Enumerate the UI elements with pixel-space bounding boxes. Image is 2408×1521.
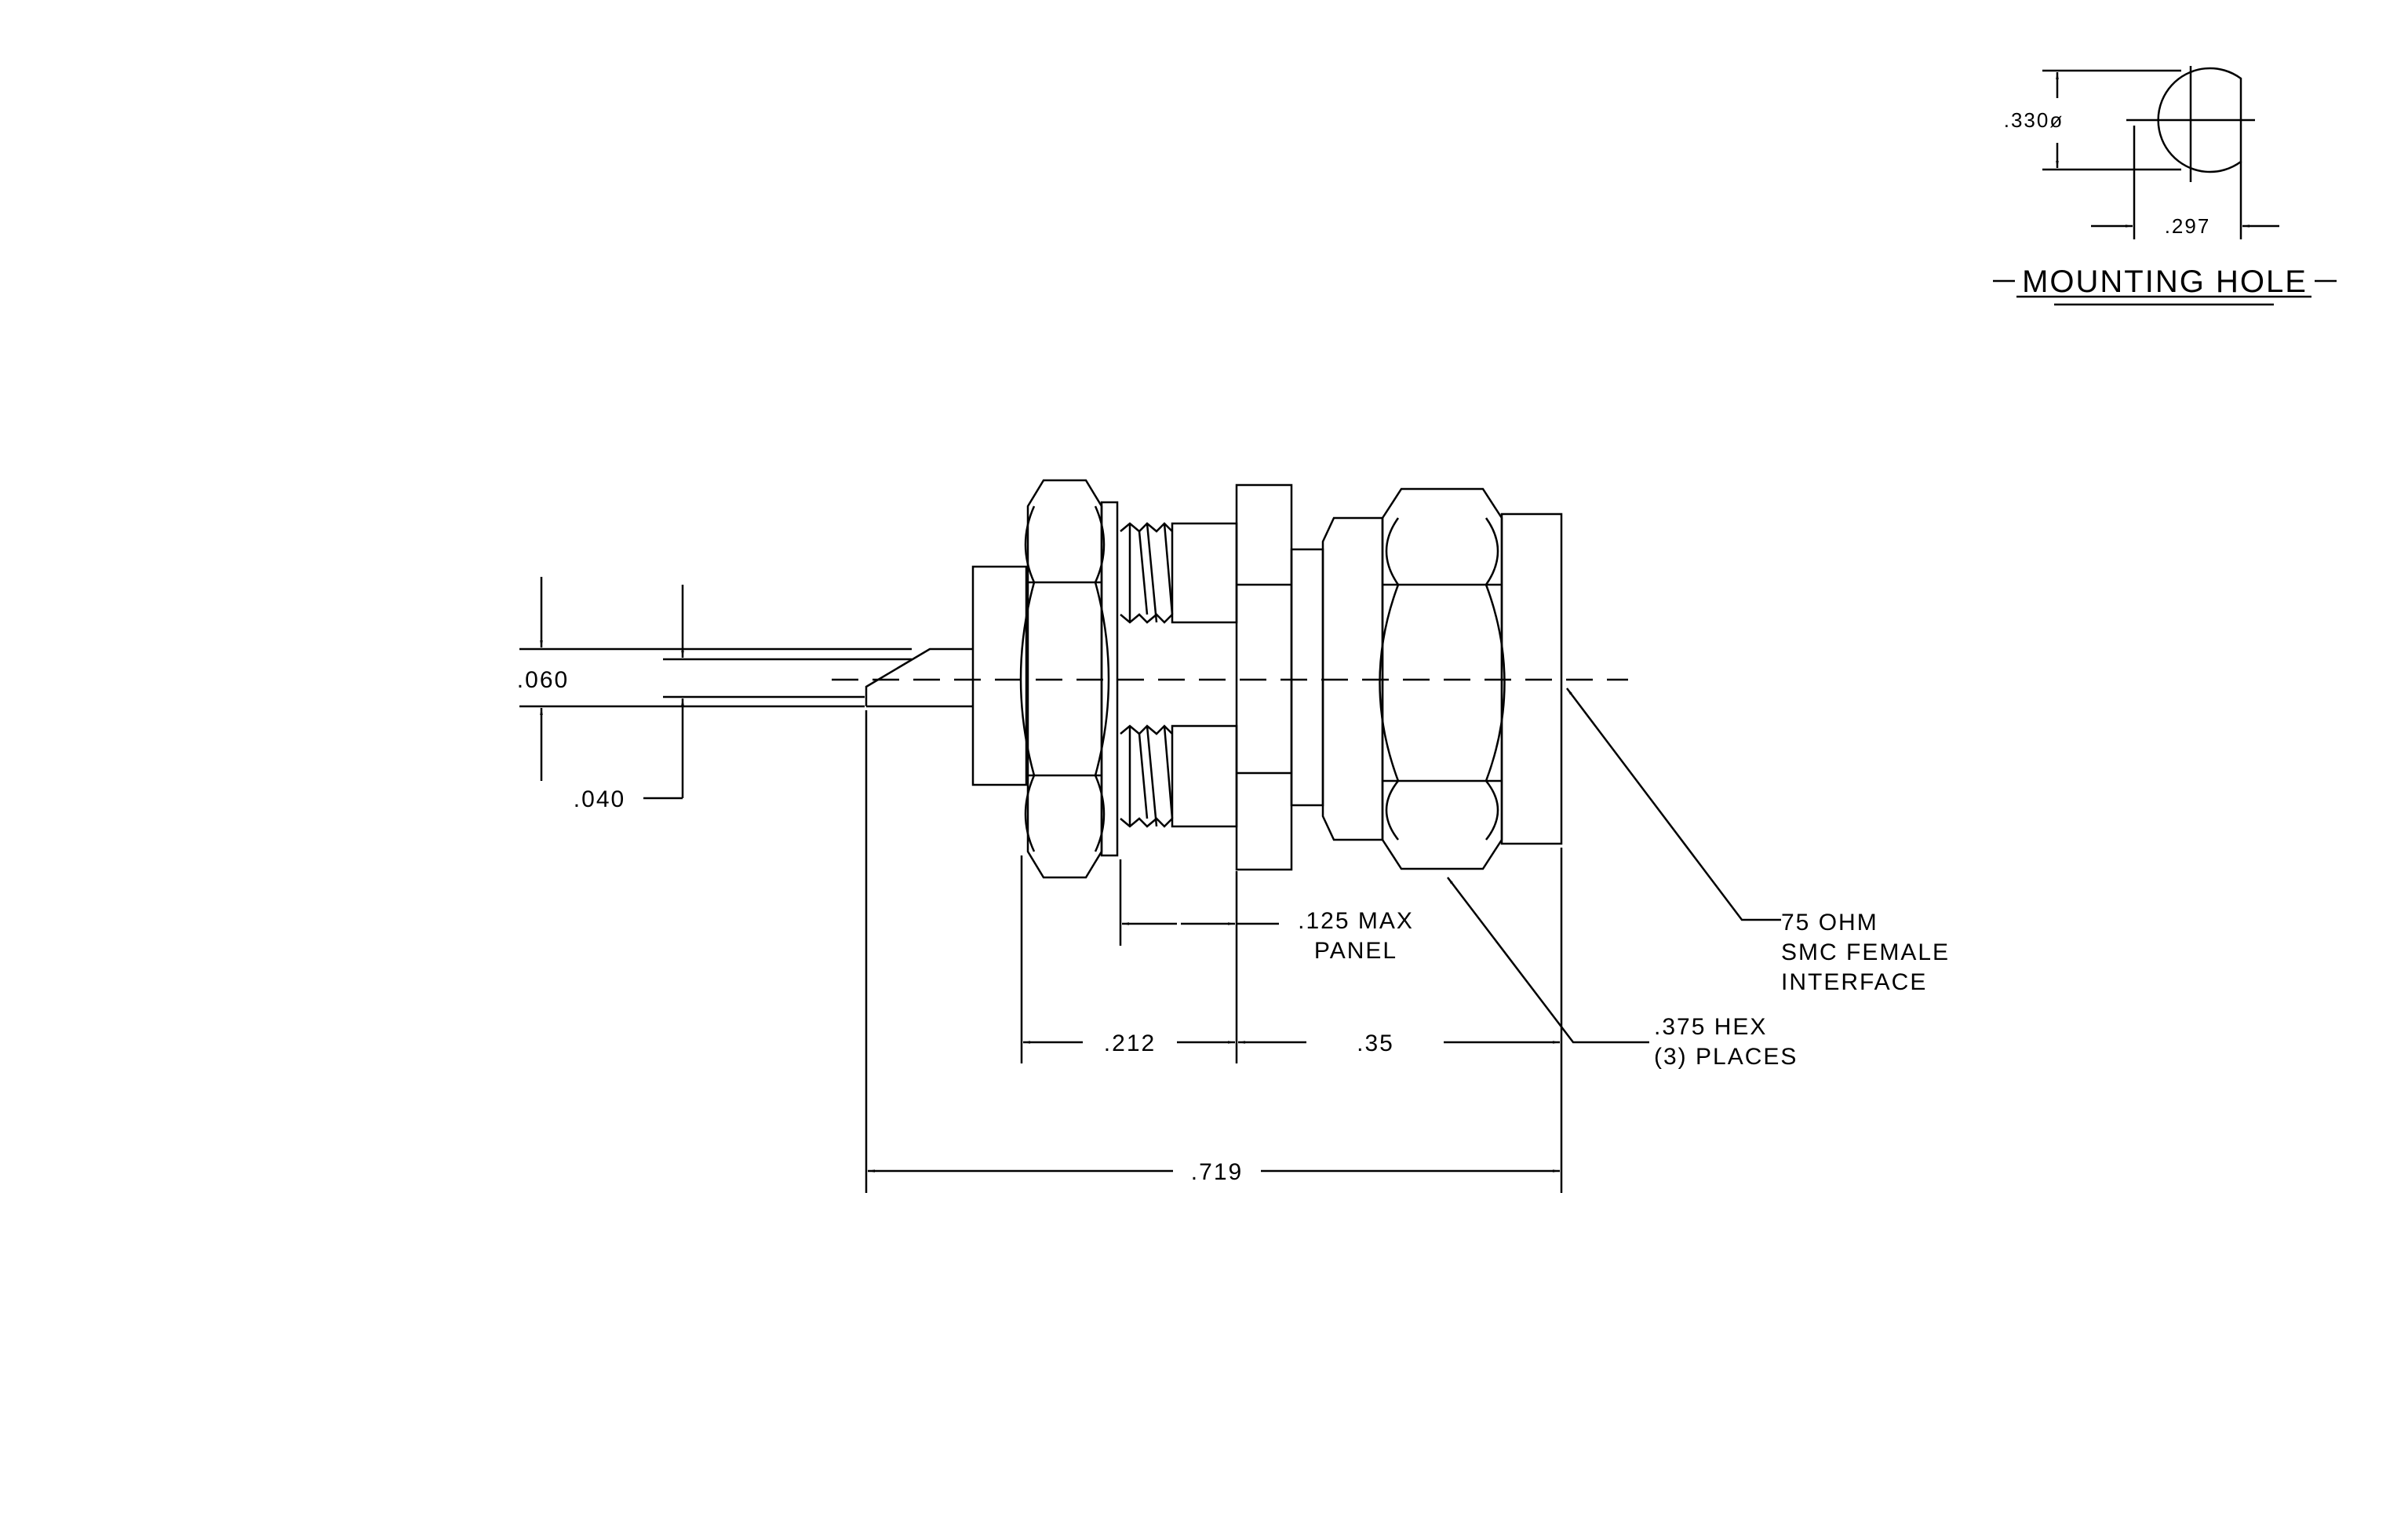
note-interface-line2: SMC FEMALE bbox=[1781, 939, 1950, 965]
center-pin bbox=[865, 647, 973, 706]
label-040: .040 bbox=[574, 786, 625, 812]
note-hex-line2: (3) PLACES bbox=[1654, 1044, 1798, 1070]
note-panel-line2: PANEL bbox=[1314, 938, 1397, 964]
dimension-lines bbox=[519, 577, 1781, 1193]
label-297: .297 bbox=[2165, 214, 2211, 238]
label-719: .719 bbox=[1191, 1159, 1243, 1185]
panel-flange bbox=[1235, 483, 1293, 871]
rear-flange bbox=[971, 565, 1028, 786]
body-neck bbox=[1290, 548, 1324, 807]
label-060: .060 bbox=[517, 667, 569, 693]
thread-lower bbox=[1120, 724, 1238, 828]
mounting-hole-title: MOUNTING HOLE bbox=[2022, 264, 2308, 299]
note-interface-line3: INTERFACE bbox=[1781, 969, 1927, 995]
label-212: .212 bbox=[1104, 1030, 1156, 1056]
leader-375-hex bbox=[1447, 877, 1649, 1044]
label-330-diameter: .330ø bbox=[2004, 108, 2064, 132]
leader-smc-interface bbox=[1566, 688, 1781, 921]
thread-upper bbox=[1120, 522, 1238, 624]
mounting-hole-detail bbox=[1993, 66, 2337, 306]
drawing-labels: .330ø .297 MOUNTING HOLE .060 .040 .212 … bbox=[517, 108, 2308, 1185]
label-35: .35 bbox=[1357, 1030, 1394, 1056]
note-hex-line1: .375 HEX bbox=[1654, 1014, 1767, 1040]
mounting-hole-profile bbox=[2157, 67, 2242, 173]
note-interface-line1: 75 OHM bbox=[1781, 910, 1878, 936]
note-panel-line1: .125 MAX bbox=[1298, 908, 1414, 934]
